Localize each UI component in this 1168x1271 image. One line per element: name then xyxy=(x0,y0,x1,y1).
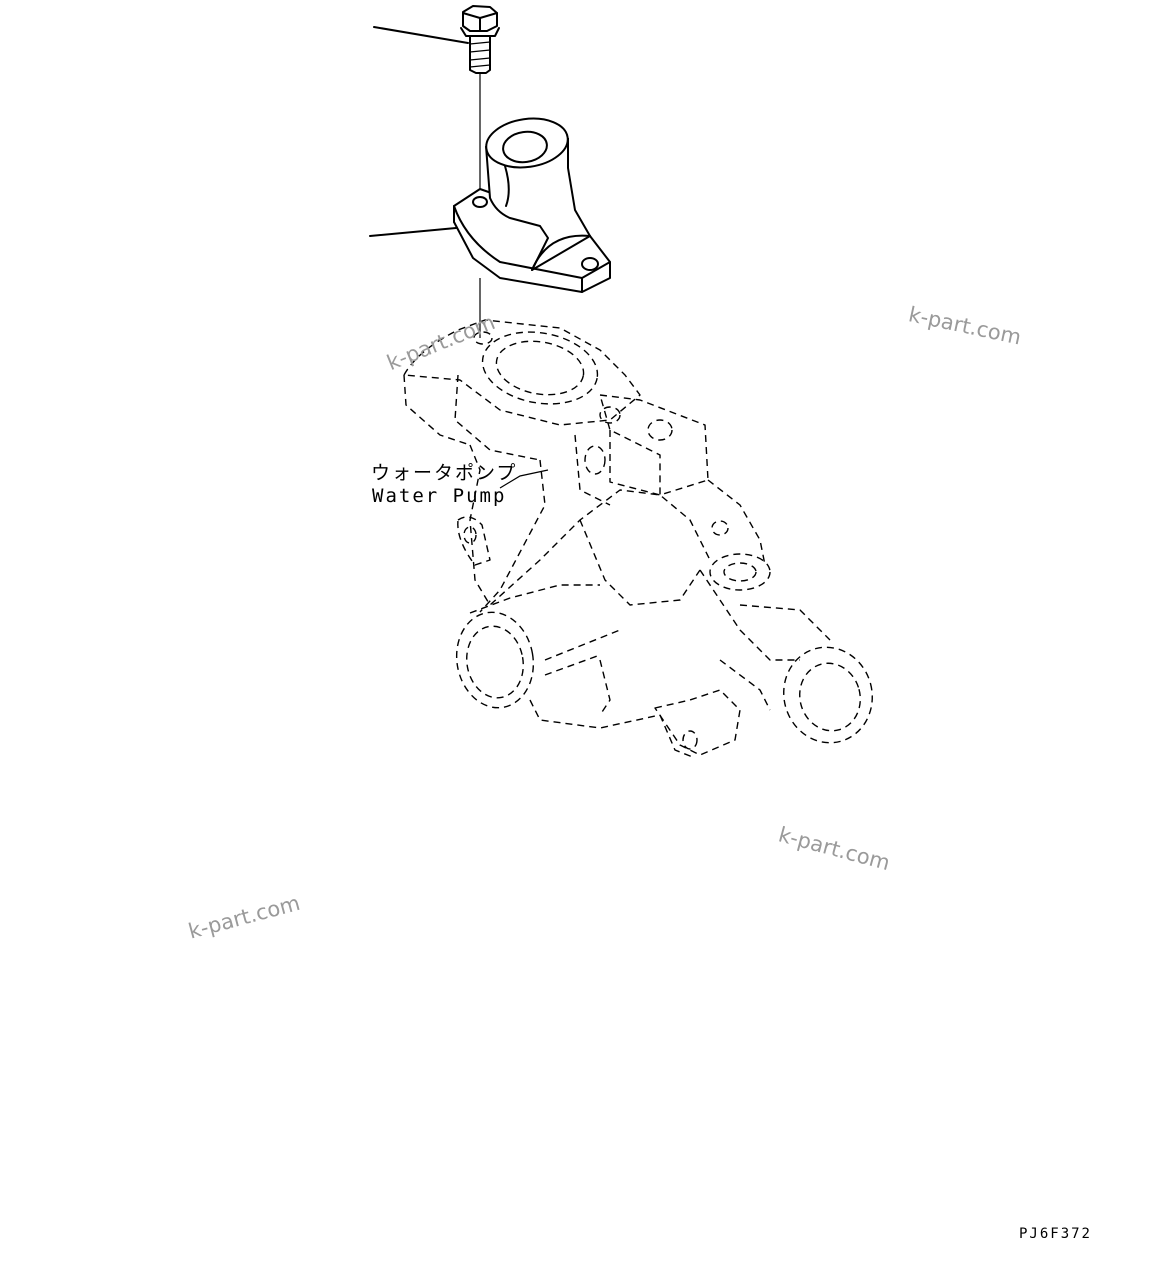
bolt-leader-line xyxy=(373,26,469,44)
pump-leader-line xyxy=(499,469,549,489)
figure-code: PJ6F372 xyxy=(1018,1226,1092,1242)
water-pump-phantom xyxy=(403,319,873,759)
water-connector-part xyxy=(453,117,611,293)
bolt-part xyxy=(460,5,500,74)
part-label-english: Water Pump xyxy=(372,485,507,507)
part-label-japanese: ウォータポンプ xyxy=(371,462,518,484)
connector-leader-line xyxy=(369,227,457,237)
